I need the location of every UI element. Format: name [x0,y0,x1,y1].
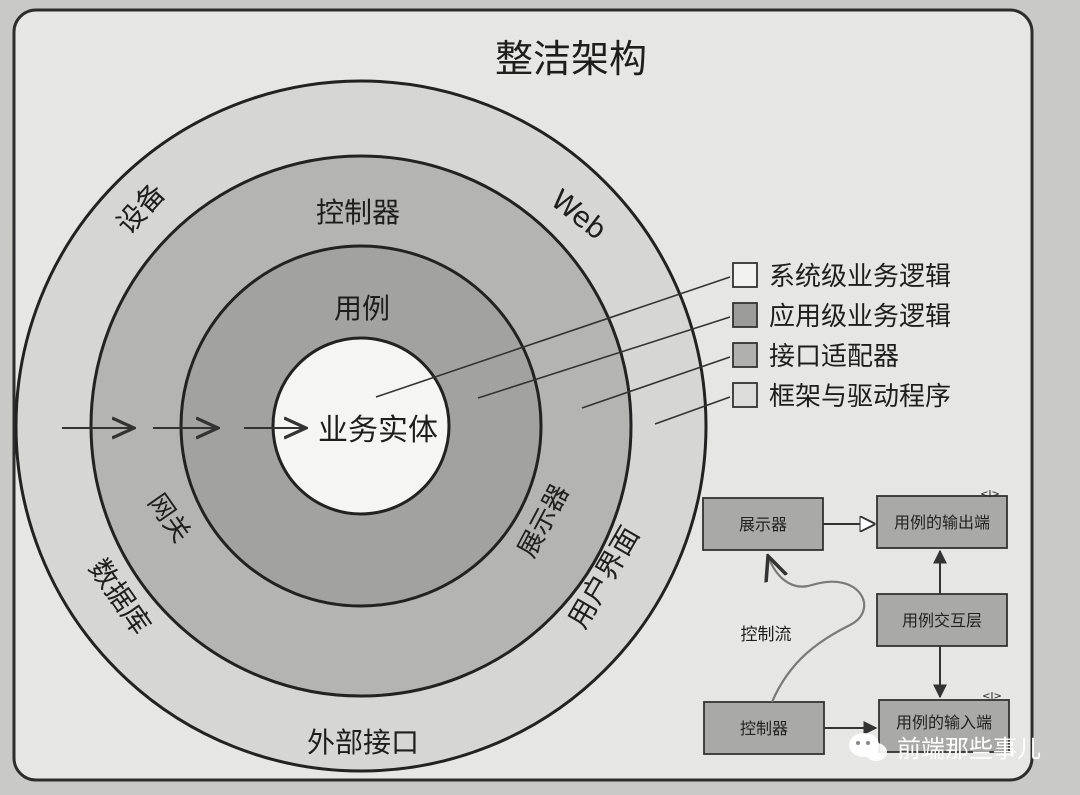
legend-swatch-adapters [733,343,757,367]
watermark-text: 前端那些事儿 [897,735,1041,763]
output-port-interface-marker: <I> [980,489,1000,500]
input-port-interface-marker: <I> [982,691,1002,702]
legend-swatch-use-cases [733,303,757,327]
label-entities: 业务实体 [318,413,438,448]
legend-label-adapters: 接口适配器 [769,342,899,372]
input-port-label: 用例的输入端 [896,713,992,732]
legend-label-entities: 系统级业务逻辑 [769,262,951,292]
label-external-interfaces: 外部接口 [307,726,419,759]
label-use-cases: 用例 [334,292,390,325]
legend-swatch-entities [733,263,757,287]
interactor-label: 用例交互层 [902,611,982,630]
control-flow-label: 控制流 [741,625,792,645]
diagram-title: 整洁架构 [495,37,647,81]
output-port-label: 用例的输出端 [894,513,990,532]
legend-label-use-cases: 应用级业务逻辑 [769,302,951,332]
label-controllers: 控制器 [316,196,400,229]
legend-swatch-frameworks [733,383,757,407]
legend-label-frameworks: 框架与驱动程序 [769,382,951,412]
controller-label: 控制器 [740,719,788,738]
presenter-label: 展示器 [739,515,787,534]
